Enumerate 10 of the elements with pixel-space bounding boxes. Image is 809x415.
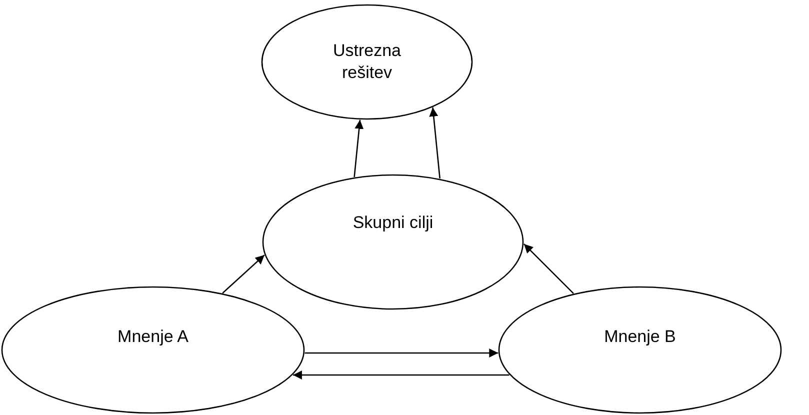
arrow [292,370,510,380]
arrow [429,107,440,179]
arrow [523,243,574,294]
arrow [354,120,364,178]
node-label: Skupni cilji [352,212,434,234]
node-label: Ustrezna rešitev [332,40,402,84]
node-label: Mnenje A [118,326,188,348]
node-label: Mnenje B [604,326,676,348]
arrow [222,254,265,294]
arrow [304,348,498,358]
